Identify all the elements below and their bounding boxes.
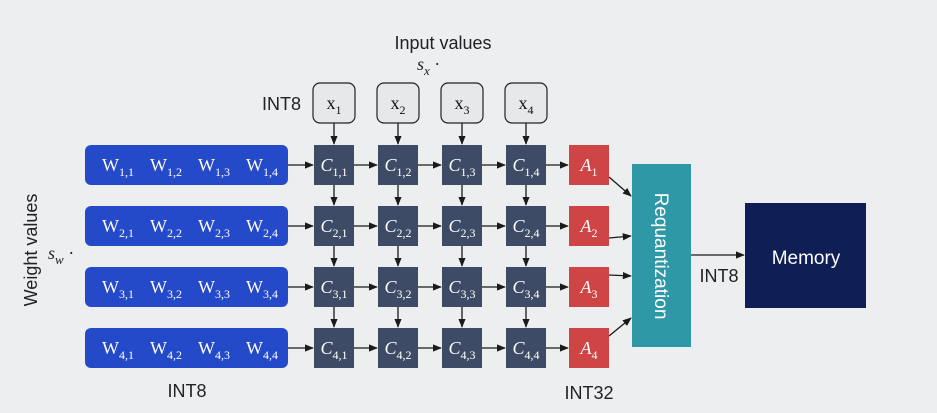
weight-value-w2-1: W2,1	[102, 216, 134, 240]
input-box-x3	[440, 82, 484, 124]
weight-int8-label: INT8	[167, 381, 206, 401]
cell-label-c1-3: C1,3	[448, 155, 475, 179]
cell-c2-4	[506, 206, 546, 246]
weight-scale-label: sw ·	[48, 243, 74, 267]
weight-value-w2-4: W2,4	[246, 216, 278, 240]
cell-c4-2	[378, 328, 418, 368]
weight-value-w1-3: W1,3	[198, 155, 230, 179]
weight-row-bar-4	[85, 328, 288, 368]
input-label-x4: x4	[519, 93, 534, 117]
cell-c2-1	[314, 206, 354, 246]
weight-value-w3-3: W3,3	[198, 277, 230, 301]
cell-c4-3	[442, 328, 482, 368]
input-label-x2: x2	[391, 93, 406, 117]
weight-value-w3-2: W3,2	[150, 277, 182, 301]
cell-c2-3	[442, 206, 482, 246]
cell-c1-2	[378, 145, 418, 185]
cell-c4-1	[314, 328, 354, 368]
cell-c1-1	[314, 145, 354, 185]
requantization-block	[632, 164, 691, 347]
accumulator-label-a1: A1	[580, 155, 598, 179]
accumulator-a3	[569, 267, 609, 307]
input-box-x2	[376, 82, 420, 124]
input-scale-label: sx ·	[417, 54, 440, 78]
accumulator-a2	[569, 206, 609, 246]
cell-label-c1-1: C1,1	[320, 155, 347, 179]
cell-c3-1	[314, 267, 354, 307]
cell-c3-4	[506, 267, 546, 307]
weight-value-w3-4: W3,4	[246, 277, 278, 301]
cell-c4-4	[506, 328, 546, 368]
accumulator-int32-label: INT32	[564, 383, 613, 403]
weight-row-bar-1	[85, 145, 288, 185]
cell-label-c4-3: C4,3	[448, 338, 475, 362]
cell-label-c3-3: C3,3	[448, 277, 475, 301]
cell-c1-3	[442, 145, 482, 185]
weight-value-w1-4: W1,4	[246, 155, 278, 179]
memory-label: Memory	[772, 248, 841, 269]
weight-value-w4-3: W4,3	[198, 338, 230, 362]
cell-label-c4-4: C4,4	[512, 338, 539, 362]
input-label-x1: x1	[327, 93, 342, 117]
cell-label-c2-2: C2,2	[384, 216, 411, 240]
requantization-label: Requantization	[650, 193, 671, 320]
cell-c3-2	[378, 267, 418, 307]
weight-value-w4-2: W4,2	[150, 338, 182, 362]
accumulator-label-a3: A3	[580, 277, 598, 301]
input-int8-label: INT8	[262, 94, 301, 114]
acc-to-requant-arrow-1	[608, 176, 632, 197]
accumulator-a4	[569, 328, 609, 368]
weight-row-bar-2	[85, 206, 288, 246]
cell-label-c3-1: C3,1	[320, 277, 347, 301]
weight-value-w1-1: W1,1	[102, 155, 134, 179]
weight-value-w3-1: W3,1	[102, 277, 134, 301]
cell-c2-2	[378, 206, 418, 246]
accumulator-a1	[569, 145, 609, 185]
cell-label-c4-1: C4,1	[320, 338, 347, 362]
cell-label-c4-2: C4,2	[384, 338, 411, 362]
input-label-x3: x3	[455, 93, 470, 117]
cell-label-c2-4: C2,4	[512, 216, 539, 240]
acc-to-requant-arrow-3	[608, 271, 632, 280]
input-box-x1	[312, 82, 356, 124]
cell-label-c1-4: C1,4	[512, 155, 539, 179]
weight-values-axis-label: Weight values	[21, 194, 41, 307]
weight-value-w4-4: W4,4	[246, 338, 278, 362]
input-box-x4	[504, 82, 548, 124]
weight-value-w4-1: W4,1	[102, 338, 134, 362]
weight-value-w2-3: W2,3	[198, 216, 230, 240]
output-int8-label: INT8	[699, 266, 738, 286]
cell-label-c3-4: C3,4	[512, 277, 539, 301]
input-values-title: Input values	[394, 33, 491, 53]
cell-label-c1-2: C1,2	[384, 155, 411, 179]
acc-to-requant-arrow-2	[608, 233, 632, 241]
cell-c1-4	[506, 145, 546, 185]
cell-label-c2-3: C2,3	[448, 216, 475, 240]
cell-label-c3-2: C3,2	[384, 277, 411, 301]
accumulator-label-a2: A2	[580, 216, 598, 240]
cell-label-c2-1: C2,1	[320, 216, 347, 240]
weight-value-w1-2: W1,2	[150, 155, 182, 179]
cell-c3-3	[442, 267, 482, 307]
accumulator-label-a4: A4	[580, 338, 598, 362]
weight-row-bar-3	[85, 267, 288, 307]
acc-to-requant-arrow-4	[608, 317, 632, 337]
memory-block	[745, 203, 866, 308]
weight-value-w2-2: W2,2	[150, 216, 182, 240]
